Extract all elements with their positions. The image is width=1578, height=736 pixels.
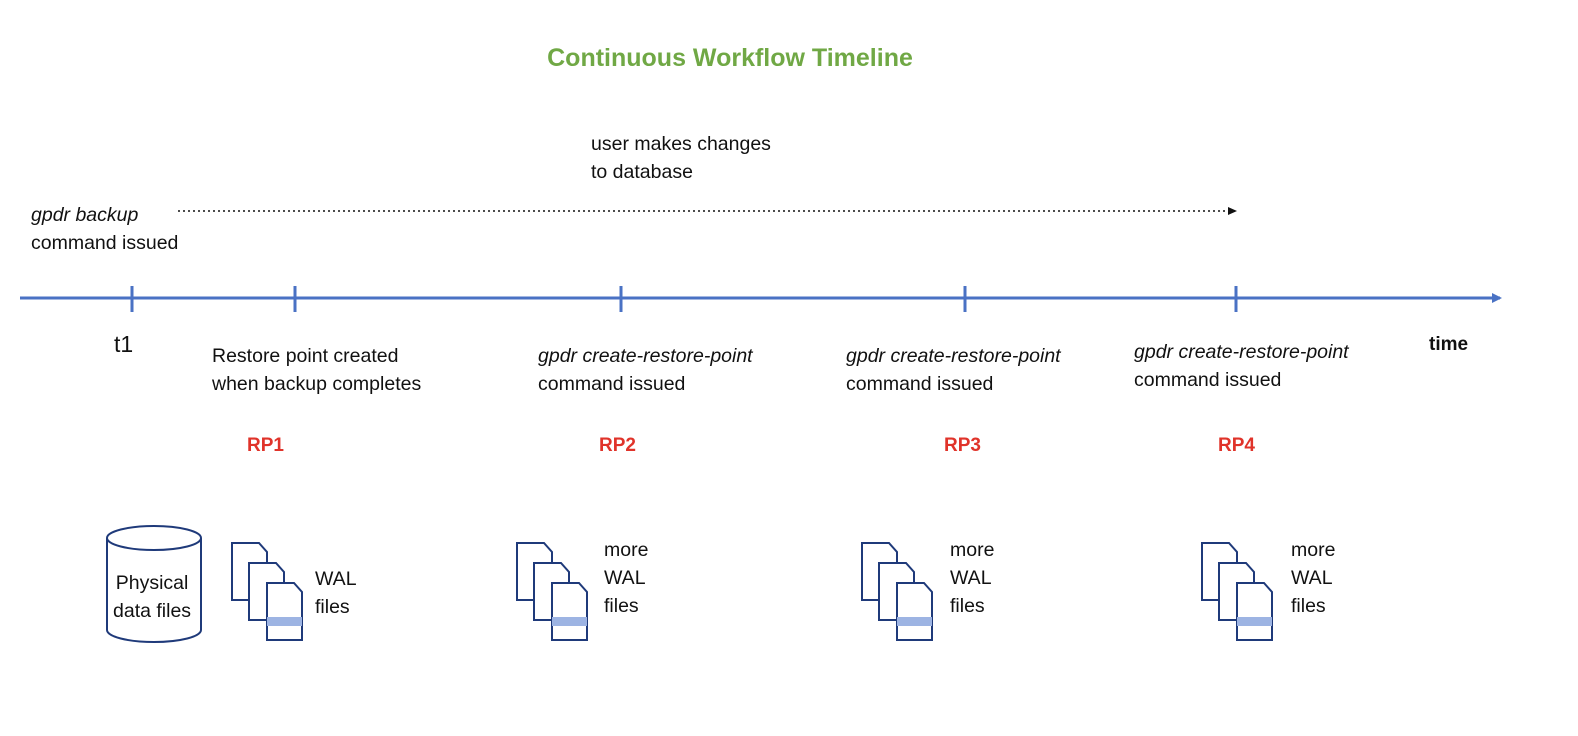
wal-label-rp3: more WAL files [950,536,994,620]
wal-files-icon-rp1 [231,542,303,641]
wal-label-rp2: more WAL files [604,536,648,620]
event-rp2-line2: command issued [538,373,686,395]
event-rp3-line2: command issued [846,373,994,395]
wal-label-rp1: WAL files [315,565,357,621]
wal-label-rp3-line2: WAL [950,567,992,589]
changes-note-line1: user makes changes [591,133,771,155]
restore-point-rp1: RP1 [247,435,284,456]
wal-label-rp2-line2: WAL [604,567,646,589]
event-rp1-line1: Restore point created [212,345,399,367]
wal-label-rp2-line3: files [604,595,639,617]
restore-point-rp3: RP3 [944,435,981,456]
database-label-line1: Physical [115,572,189,594]
wal-label-rp3-line3: files [950,595,985,617]
wal-label-rp1-line1: WAL [315,568,357,590]
wal-label-rp4: more WAL files [1291,536,1335,620]
wal-label-rp4-line3: files [1291,595,1326,617]
axis-start-label: t1 [114,331,134,357]
diagram-title: Continuous Workflow Timeline [547,44,913,72]
event-rp1-description: Restore point created when backup comple… [212,342,421,398]
event-rp1-line2: when backup completes [212,373,422,395]
wal-files-icon-rp2 [516,542,588,641]
wal-files-icon-rp4 [1201,542,1273,641]
event-rp2-command: gpdr create-restore-point [538,345,753,367]
changes-note: user makes changes to database [591,130,771,186]
event-rp4-line2: command issued [1134,369,1282,391]
wal-label-rp4-line1: more [1291,539,1336,561]
backup-note: gpdr backup command issued [31,201,178,257]
restore-point-rp2: RP2 [599,435,636,456]
changes-note-line2: to database [591,161,693,183]
event-rp2-description: gpdr create-restore-point command issued [538,342,753,398]
database-cylinder-icon [106,525,202,643]
wal-label-rp4-line2: WAL [1291,567,1333,589]
wal-files-icon-rp3 [861,542,933,641]
event-rp3-command: gpdr create-restore-point [846,345,1061,367]
axis-end-label: time [1429,334,1469,355]
wal-label-rp2-line1: more [604,539,649,561]
event-rp4-command: gpdr create-restore-point [1134,341,1349,363]
wal-label-rp3-line1: more [950,539,995,561]
database-label: Physical data files [113,569,191,625]
event-rp3-description: gpdr create-restore-point command issued [846,342,1061,398]
restore-point-rp4: RP4 [1218,435,1255,456]
backup-command: gpdr backup [31,204,139,226]
event-rp4-description: gpdr create-restore-point command issued [1134,338,1349,394]
database-label-line2: data files [113,600,192,622]
backup-note-suffix: command issued [31,232,179,254]
wal-label-rp1-line2: files [315,596,350,618]
